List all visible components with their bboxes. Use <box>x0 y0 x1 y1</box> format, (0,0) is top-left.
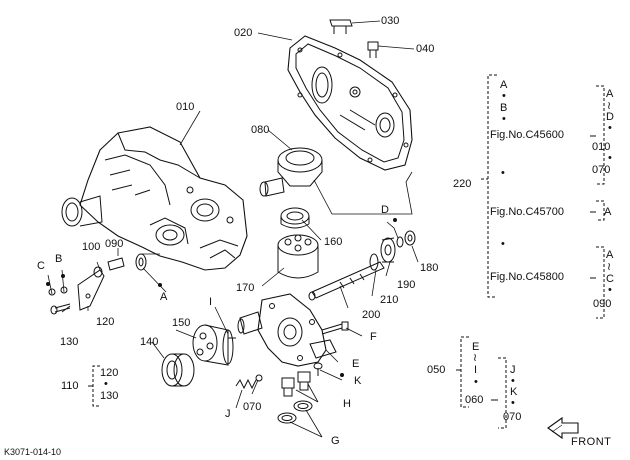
label-180: 180 <box>420 262 439 274</box>
pin-040-drawing <box>367 41 379 58</box>
bracket-group-110 <box>92 365 100 407</box>
leader-lines <box>47 20 419 438</box>
label-020: 020 <box>234 27 253 39</box>
fig3-range-c: C <box>606 273 614 285</box>
group220-dot4: • <box>501 238 505 250</box>
block-170-drawing <box>277 234 319 279</box>
label-110: 110 <box>61 380 79 392</box>
group050-e: E <box>472 341 480 353</box>
callout-dots <box>46 218 397 377</box>
label-K: K <box>354 375 362 387</box>
label-120: 120 <box>96 316 115 328</box>
fig1-range-d: D <box>606 111 614 123</box>
label-130: 130 <box>60 336 79 348</box>
fig2-range-a: A <box>604 206 612 218</box>
label-E: E <box>352 358 360 370</box>
group220-dot2: • <box>502 113 506 125</box>
label-160: 160 <box>324 236 343 248</box>
cover-020-drawing <box>287 35 413 171</box>
group220-dot3: • <box>501 167 505 179</box>
pin-I-drawing <box>228 337 263 382</box>
group110-bottom: 130 <box>100 390 119 402</box>
group050-range-070: 070 <box>503 411 522 423</box>
label-220: 220 <box>453 178 472 190</box>
part-080-drawing <box>259 147 323 197</box>
fig-C45800: Fig.No.C45800 <box>490 271 564 283</box>
label-140: 140 <box>140 336 159 348</box>
group050-i: I <box>474 364 478 376</box>
front-label: FRONT <box>571 436 612 448</box>
fig3-tilde: ≀ <box>607 261 612 273</box>
label-210: 210 <box>380 294 399 306</box>
label-050: 050 <box>427 364 446 376</box>
label-H: H <box>343 398 351 410</box>
spring-J-drawing <box>235 378 257 390</box>
label-090: 090 <box>105 238 124 250</box>
label-030: 030 <box>381 15 400 27</box>
drawing-code: K3071-014-10 <box>4 447 62 457</box>
fig3-range-090: 090 <box>593 298 612 310</box>
label-G: G <box>331 435 340 447</box>
front-arrow-icon <box>547 416 579 440</box>
label-070: 070 <box>243 401 262 413</box>
label-060: 060 <box>465 394 484 406</box>
gear-set-drawing <box>369 230 416 271</box>
shaft-200-drawing <box>308 261 385 301</box>
group050-range-j: J <box>510 364 516 376</box>
fig-C45700: Fig.No.C45700 <box>490 206 564 218</box>
plugs-H-drawing <box>277 371 313 424</box>
group050-dot: • <box>474 376 478 388</box>
fig1-dot1: • <box>608 122 612 134</box>
seal-140-drawing <box>161 353 195 387</box>
fig-C45600: Fig.No.C45600 <box>490 129 564 141</box>
label-D: D <box>381 204 389 216</box>
group220-b: B <box>500 102 508 114</box>
fig1-range-070: 070 <box>592 164 611 176</box>
label-080: 080 <box>251 124 270 136</box>
label-010: 010 <box>176 101 195 113</box>
group050-tilde: ≀ <box>473 352 478 364</box>
small-parts-drawing <box>313 321 349 376</box>
label-040: 040 <box>416 43 435 55</box>
seal-160-drawing <box>280 207 310 229</box>
group050-range-dot2: • <box>511 397 515 409</box>
bolt-030-drawing <box>329 19 353 34</box>
bracket-group-050 <box>460 336 507 429</box>
label-J: J <box>225 408 231 420</box>
bracket-group-220 <box>481 74 605 319</box>
fig3-dot: • <box>608 284 612 296</box>
label-C: C <box>37 260 45 272</box>
group220-dot1: • <box>502 90 506 102</box>
label-200: 200 <box>362 309 381 321</box>
group220-a: A <box>500 79 508 91</box>
fig1-range-010: 010 <box>592 141 611 153</box>
label-190: 190 <box>397 279 416 291</box>
label-150: 150 <box>172 317 191 329</box>
block-150-drawing <box>192 324 234 366</box>
group050-range-dot1: • <box>511 375 515 387</box>
label-100: 100 <box>82 241 101 253</box>
pump-body-drawing <box>237 293 337 367</box>
label-A: A <box>160 291 168 303</box>
group110-dot: • <box>104 378 108 390</box>
label-170: 170 <box>236 282 255 294</box>
group050-range-k: K <box>510 386 518 398</box>
fig1-range-a: A <box>606 88 614 100</box>
label-I: I <box>209 296 213 308</box>
fig3-range-a: A <box>606 249 614 261</box>
group110-top: 120 <box>100 367 119 379</box>
housing-010-drawing <box>61 126 248 271</box>
fig1-dot2: • <box>608 152 612 164</box>
label-B: B <box>55 253 63 265</box>
label-F: F <box>370 331 377 343</box>
fig1-tilde: ≀ <box>607 100 612 112</box>
